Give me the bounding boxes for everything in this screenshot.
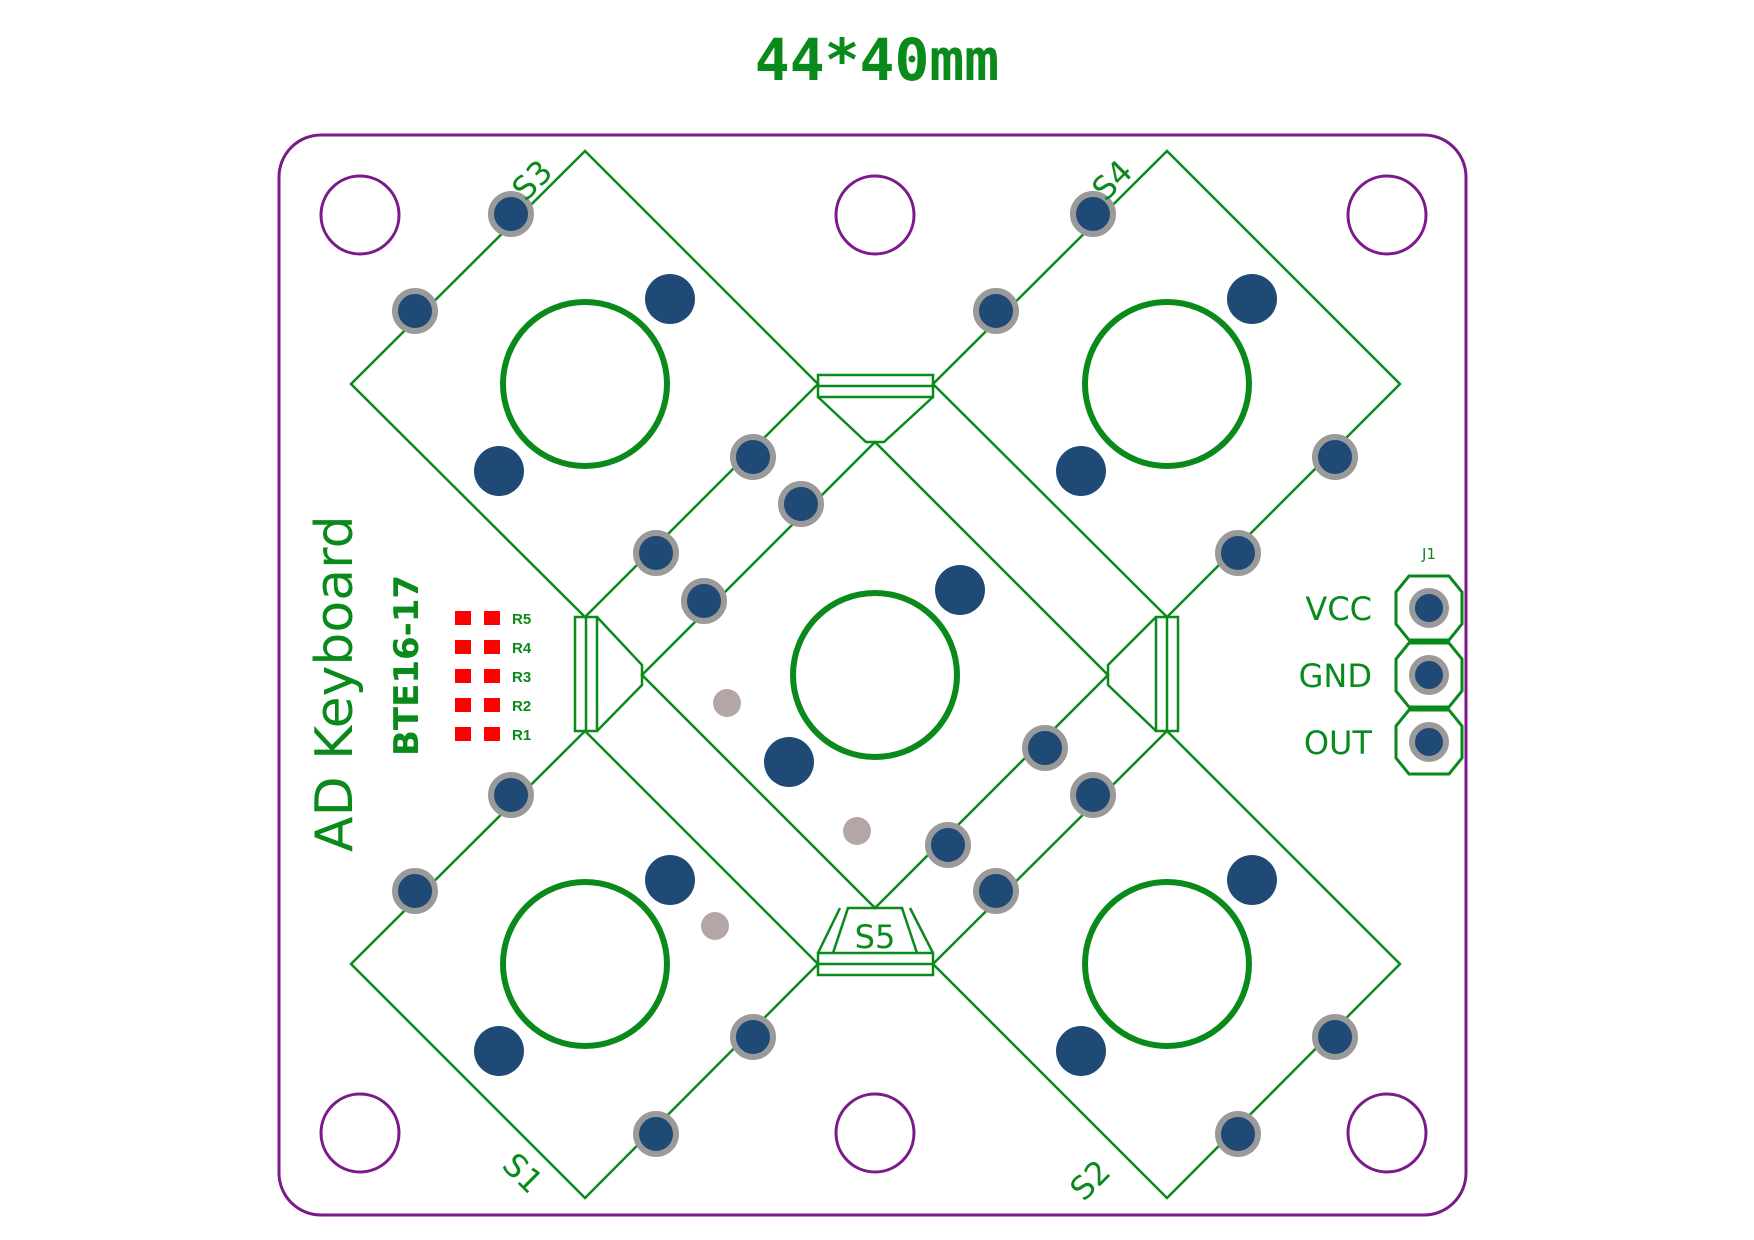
mounting-hole <box>319 1092 401 1174</box>
switch-pin <box>633 530 679 576</box>
mount-pad <box>474 1026 524 1076</box>
switch-label-s5: S5 <box>855 918 896 956</box>
switch-outline-s1 <box>349 729 820 1200</box>
resistor-pad <box>484 669 500 683</box>
switch-pin <box>392 868 438 914</box>
mount-pad <box>764 737 814 787</box>
switch-pin <box>1070 191 1116 237</box>
switch-pin <box>973 868 1019 914</box>
mounting-hole <box>1346 174 1428 256</box>
mount-pad <box>1227 274 1277 324</box>
s5-label-frame <box>831 906 919 954</box>
connector-ref-label: J1 <box>1421 545 1436 563</box>
mount-pad <box>1056 446 1106 496</box>
mounting-hole <box>834 174 916 256</box>
switch-pins <box>392 191 1358 1157</box>
switch-mount-pads <box>474 274 1277 1076</box>
resistor-label-r2: R2 <box>512 698 531 715</box>
connector-pin-outline <box>1394 641 1464 709</box>
actuator-circle <box>500 879 670 1049</box>
switch-outline-s2 <box>931 729 1402 1200</box>
via <box>701 912 729 940</box>
mount-pad <box>645 274 695 324</box>
connector-pin-outline <box>1394 708 1464 776</box>
connector-pin-pad <box>1409 655 1449 695</box>
via <box>843 817 871 845</box>
mounting-hole <box>319 174 401 256</box>
board-outline <box>277 133 1468 1217</box>
actuator-circle <box>1082 299 1252 469</box>
resistor-label-r4: R4 <box>512 640 532 657</box>
mounting-hole <box>834 1092 916 1174</box>
switch-pin <box>925 822 971 868</box>
switch-pin <box>392 288 438 334</box>
mount-pad <box>1227 855 1277 905</box>
mounting-hole <box>1346 1092 1428 1174</box>
switch-pin <box>730 1014 776 1060</box>
switch-pin <box>681 578 727 624</box>
resistor-label-r3: R3 <box>512 669 531 686</box>
switch-pin <box>1215 1111 1261 1157</box>
switch-pin <box>778 481 824 527</box>
switch-pin <box>1215 530 1261 576</box>
switch-bridges <box>573 373 1180 977</box>
resistor-pad <box>455 640 471 654</box>
board-name-label: AD Keyboard <box>305 515 365 852</box>
switch-outline-s3 <box>349 149 820 619</box>
resistor-pad <box>484 640 500 654</box>
board-model-label: BTE16-17 <box>387 575 427 756</box>
resistor-pad <box>455 611 471 625</box>
connector-pin-label-gnd: GND <box>1299 657 1372 695</box>
switch-pin <box>488 191 534 237</box>
resistor-pad <box>484 698 500 712</box>
mount-pad <box>1056 1026 1106 1076</box>
via <box>713 689 741 717</box>
switch-pin <box>1312 434 1358 480</box>
switch-pin <box>1070 772 1116 818</box>
connector-pin-pad <box>1409 722 1449 762</box>
switch-actuators <box>500 299 1252 1049</box>
connector-pin-label-vcc: VCC <box>1305 590 1372 628</box>
switch-outline-s5 <box>640 440 1110 910</box>
switch-pin <box>1312 1014 1358 1060</box>
vias <box>701 689 871 940</box>
mounting-holes <box>319 174 1428 1174</box>
actuator-circle <box>790 590 960 760</box>
resistor-array: R5 R4 R3 R2 R1 <box>455 611 532 744</box>
resistor-pad <box>455 669 471 683</box>
connector-pin-label-out: OUT <box>1304 724 1373 762</box>
mount-pad <box>645 855 695 905</box>
resistor-pad <box>484 611 500 625</box>
board-dimension-title: 44*40mm <box>755 26 999 94</box>
switch-pin <box>633 1111 679 1157</box>
actuator-circle <box>1082 879 1252 1049</box>
connector-pin-outline <box>1394 574 1464 642</box>
resistor-label-r5: R5 <box>512 611 531 628</box>
mount-pad <box>935 565 985 615</box>
connector-pin-pad <box>1409 588 1449 628</box>
switch-pin <box>488 772 534 818</box>
resistor-pad <box>484 727 500 741</box>
switch-label-s2: S2 <box>1062 1152 1118 1208</box>
resistor-label-r1: R1 <box>512 727 531 744</box>
switch-outline-s4 <box>931 149 1402 619</box>
resistor-pad <box>455 698 471 712</box>
connector-j1: J1 VCC GND OUT <box>1299 545 1464 776</box>
resistor-pad <box>455 727 471 741</box>
switch-pin <box>730 434 776 480</box>
switch-pin <box>973 288 1019 334</box>
mount-pad <box>474 446 524 496</box>
switch-pin <box>1022 725 1068 771</box>
actuator-circle <box>500 299 670 469</box>
